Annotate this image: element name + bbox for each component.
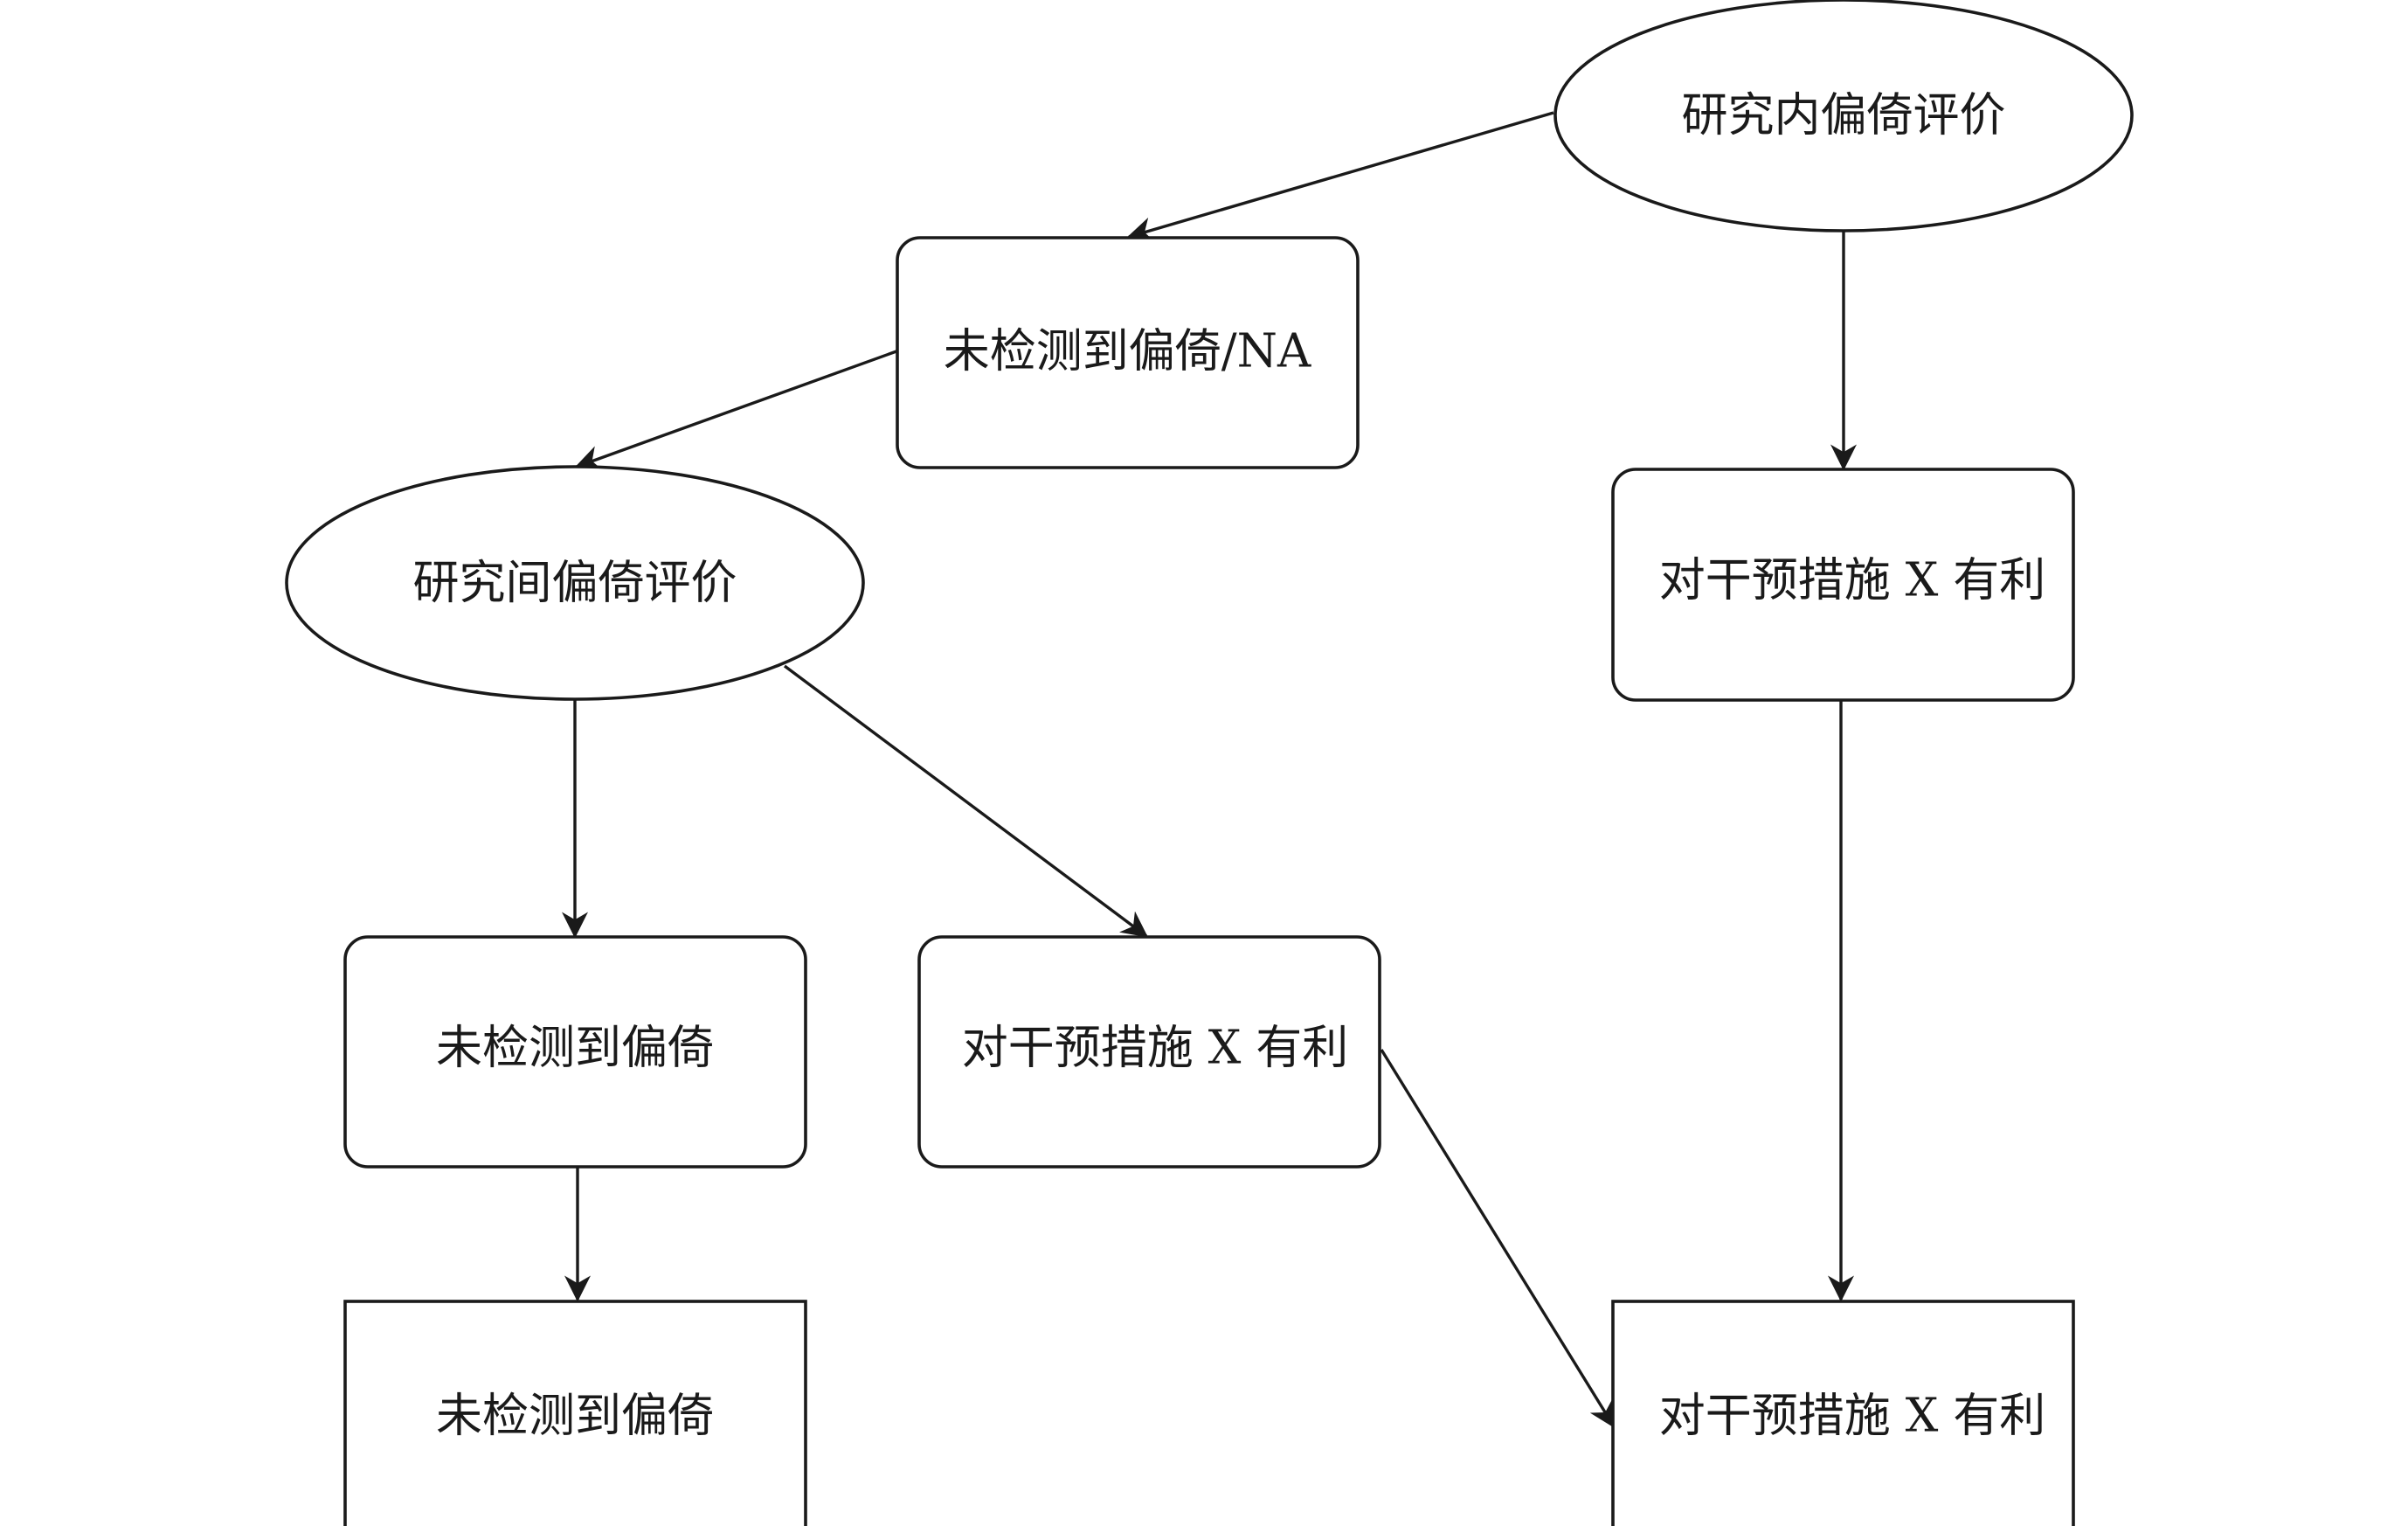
not-detected-final-label: 未检测到偏倚 [436, 1390, 714, 1443]
between-study-label: 研究间偏倚评价 [413, 557, 737, 610]
node-not-detected-mid: 未检测到偏倚 [343, 935, 807, 1169]
node-not-detected-na: 未检测到偏倚/NA [896, 236, 1360, 469]
not-detected-na-label: 未检测到偏倚/NA [944, 325, 1311, 378]
favors-x-mid-label: 对干预措施 X 有利 [962, 1022, 1348, 1075]
not-detected-final-box [343, 1300, 807, 1526]
favors-x-final-box [1611, 1300, 2075, 1526]
node-favors-x-mid: 对干预措施 X 有利 [917, 935, 1381, 1169]
favors-x-mid-box [917, 935, 1381, 1169]
node-within-study: 研究内偏倚评价 [1553, 0, 2134, 232]
node-favors-x-right: 对干预措施 X 有利 [1611, 468, 2075, 702]
favors-x-right-label: 对干预措施 X 有利 [1659, 554, 2045, 607]
between-study-ellipse [285, 465, 865, 701]
edges [562, 111, 1857, 1429]
not-detected-na-box [896, 236, 1360, 469]
within-study-ellipse [1553, 0, 2134, 232]
edge-not-detected-na-to-between [574, 350, 897, 471]
edge-favors-x-mid-to-final [1380, 1049, 1616, 1429]
edge-between-to-favors-x-mid [783, 664, 1149, 938]
favors-x-right-box [1611, 468, 2075, 702]
node-not-detected-final: 未检测到偏倚 [343, 1300, 807, 1526]
edge-within-to-not-detected-na [1126, 111, 1554, 243]
favors-x-final-label: 对干预措施 X 有利 [1659, 1390, 2045, 1443]
not-detected-mid-box [343, 935, 807, 1169]
node-between-study: 研究间偏倚评价 [285, 465, 865, 701]
not-detected-mid-label: 未检测到偏倚 [436, 1022, 714, 1075]
within-study-label: 研究内偏倚评价 [1682, 89, 2006, 142]
node-favors-x-final: 对干预措施 X 有利 [1611, 1300, 2075, 1526]
